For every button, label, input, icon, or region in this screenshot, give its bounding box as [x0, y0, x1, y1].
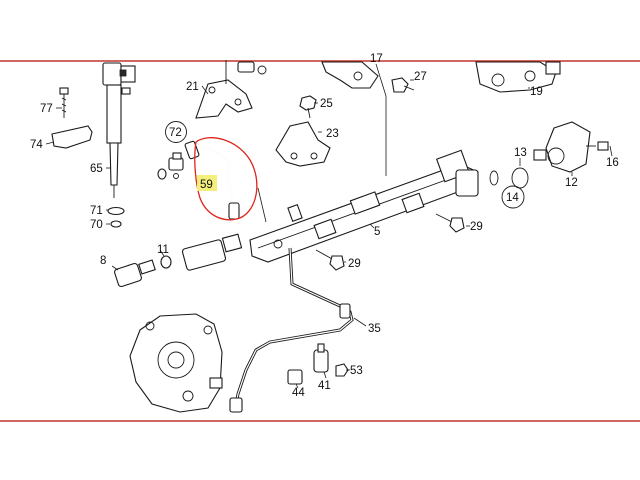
pressure-regulator-12-part [533, 121, 591, 173]
callout-35: 35 [368, 323, 381, 335]
callout-29-right: 29 [470, 221, 483, 233]
bolt-27-top-part [237, 61, 267, 75]
valve-19-part [475, 61, 561, 93]
fuel-rail-part [249, 149, 479, 263]
callout-70: 70 [90, 219, 103, 231]
callout-13: 13 [514, 147, 527, 159]
callout-77: 77 [40, 103, 53, 115]
connector-left-part [181, 233, 243, 271]
callout-25: 25 [320, 98, 333, 110]
callout-59[interactable]: 59 [200, 179, 213, 191]
clamp-74-part [51, 125, 93, 149]
callout-14: 14 [506, 192, 519, 204]
washer-70-part [110, 220, 122, 228]
bolt-77-part [59, 87, 69, 118]
callout-53: 53 [350, 365, 363, 377]
injector-part [102, 62, 136, 198]
bolt-27-part [391, 77, 415, 93]
seal-small-part [489, 170, 499, 186]
callout-27: 27 [414, 71, 427, 83]
callout-44: 44 [292, 387, 305, 399]
bolt-25-part [299, 95, 317, 119]
callout-21: 21 [186, 81, 199, 93]
callout-72: 72 [169, 127, 182, 139]
callout-71: 71 [90, 205, 103, 217]
callout-14-circle [501, 185, 525, 209]
callout-23: 23 [326, 128, 339, 140]
housing-17-part [321, 61, 379, 89]
sensor-8-part [114, 259, 156, 288]
hp-line-nut-bottom [229, 397, 243, 413]
bolt-53-part [335, 363, 349, 377]
callout-5: 5 [374, 226, 380, 238]
callout-29-lower: 29 [348, 258, 361, 270]
callout-65: 65 [90, 163, 103, 175]
bracket-23-part [275, 121, 331, 167]
callout-8: 8 [100, 255, 106, 267]
callout-11: 11 [157, 244, 169, 256]
callout-74: 74 [30, 139, 43, 151]
clip-44-part [287, 369, 303, 385]
callout-19: 19 [530, 86, 543, 98]
leader-lines [45, 63, 613, 389]
bolt-29-right-part [435, 213, 465, 233]
bracket-21-part [195, 60, 253, 119]
callout-41: 41 [318, 380, 331, 392]
washer-11-part [160, 255, 172, 269]
callout-72-circle [165, 121, 187, 143]
fitting-72-part [157, 152, 184, 180]
callout-12: 12 [565, 177, 578, 189]
callout-16: 16 [606, 157, 619, 169]
bolt-29-lower-part [315, 249, 345, 271]
clip-41-part [313, 343, 329, 373]
callout-59-highlight [197, 175, 217, 191]
seal-13-part [511, 167, 529, 189]
bolt-16-part [586, 141, 609, 151]
hp-line-nut-top [339, 303, 351, 319]
high-pressure-pump-part [129, 313, 223, 413]
callout-17: 17 [370, 53, 383, 65]
washer-71-part [107, 206, 125, 216]
